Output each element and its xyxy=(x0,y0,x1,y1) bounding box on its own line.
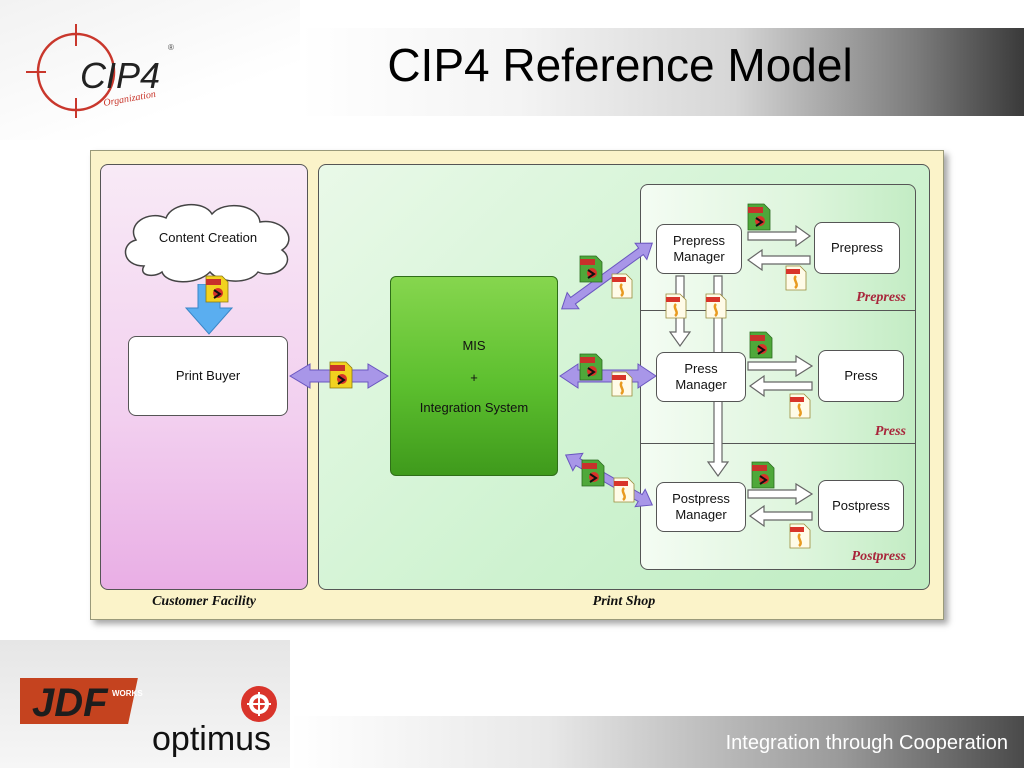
cip4-logo: CIP4 ® Organization xyxy=(26,24,174,118)
jdf-document-icon xyxy=(749,331,773,359)
postpress-device-label: Postpress xyxy=(832,498,890,513)
content-creation-label: Content Creation xyxy=(159,230,257,245)
jdf-document-icon xyxy=(205,275,229,303)
jdf-document-icon xyxy=(751,461,775,489)
slide-title: CIP4 Reference Model xyxy=(387,39,853,91)
jdf-document-icon xyxy=(747,203,771,231)
double-arrow-icon xyxy=(560,242,654,310)
cip4-logo-mark: ® xyxy=(168,43,174,52)
jmf-document-icon xyxy=(610,272,634,300)
prepress-device-box: Prepress xyxy=(814,222,900,274)
status-arrow-icon xyxy=(746,248,813,528)
jmf-document-icon xyxy=(612,476,636,504)
mis-plus: + xyxy=(470,370,478,385)
postpress-stage-label: Postpress xyxy=(851,549,906,564)
prepress-device-label: Prepress xyxy=(830,240,884,255)
mis-box xyxy=(390,276,558,476)
header-left-shade xyxy=(0,0,300,140)
footer-bar xyxy=(290,716,1024,768)
cip4-logo-main: CIP4 xyxy=(80,55,160,96)
prepress-manager-line2: Manager xyxy=(673,249,725,264)
mis-label: MIS xyxy=(462,338,486,353)
press-device-label: Press xyxy=(844,368,878,383)
jdfworks-logo: JDF WORKS xyxy=(20,678,143,725)
postpress-manager-line2: Manager xyxy=(675,507,727,522)
print-buyer-label: Print Buyer xyxy=(175,368,241,383)
press-stage-label: Press xyxy=(874,424,906,439)
print-buyer-box: Print Buyer xyxy=(128,336,288,416)
customer-facility-label: Customer Facility xyxy=(152,594,256,609)
press-device-box: Press xyxy=(818,350,904,402)
jmf-document-icon xyxy=(704,292,728,320)
jdf-logo-sub: WORKS xyxy=(112,689,143,698)
command-arrow-icon xyxy=(747,224,814,506)
prepress-stage-label: Prepress xyxy=(856,290,906,305)
jdf-document-icon xyxy=(579,255,603,283)
integration-system-label: Integration System xyxy=(419,400,529,415)
tagline: Integration through Cooperation xyxy=(725,732,1008,754)
postpress-device-box: Postpress xyxy=(818,480,904,532)
prepress-manager-line1: Prepress xyxy=(672,233,726,248)
optimus-logo-text: optimus xyxy=(152,720,272,758)
postpress-manager-line1: Postpress xyxy=(672,491,730,506)
optimus-logo-icon xyxy=(241,686,277,722)
jdf-document-icon xyxy=(581,459,605,487)
print-shop-label: Print Shop xyxy=(592,594,656,609)
jdf-document-icon xyxy=(579,353,603,381)
jdf-document-icon xyxy=(329,361,353,389)
jmf-document-icon xyxy=(610,370,634,398)
press-manager-line1: Press xyxy=(684,361,718,376)
press-manager-line2: Manager xyxy=(675,377,727,392)
content-creation-cloud: Content Creation xyxy=(124,203,290,283)
jmf-document-icon xyxy=(664,292,688,320)
jmf-document-icon xyxy=(784,264,808,292)
title-bar xyxy=(300,28,1024,116)
jdf-logo-main: JDF xyxy=(32,681,109,725)
jmf-document-icon xyxy=(788,522,812,550)
stage-divider xyxy=(640,310,916,311)
jmf-document-icon xyxy=(788,392,812,420)
stage-divider xyxy=(640,443,916,444)
